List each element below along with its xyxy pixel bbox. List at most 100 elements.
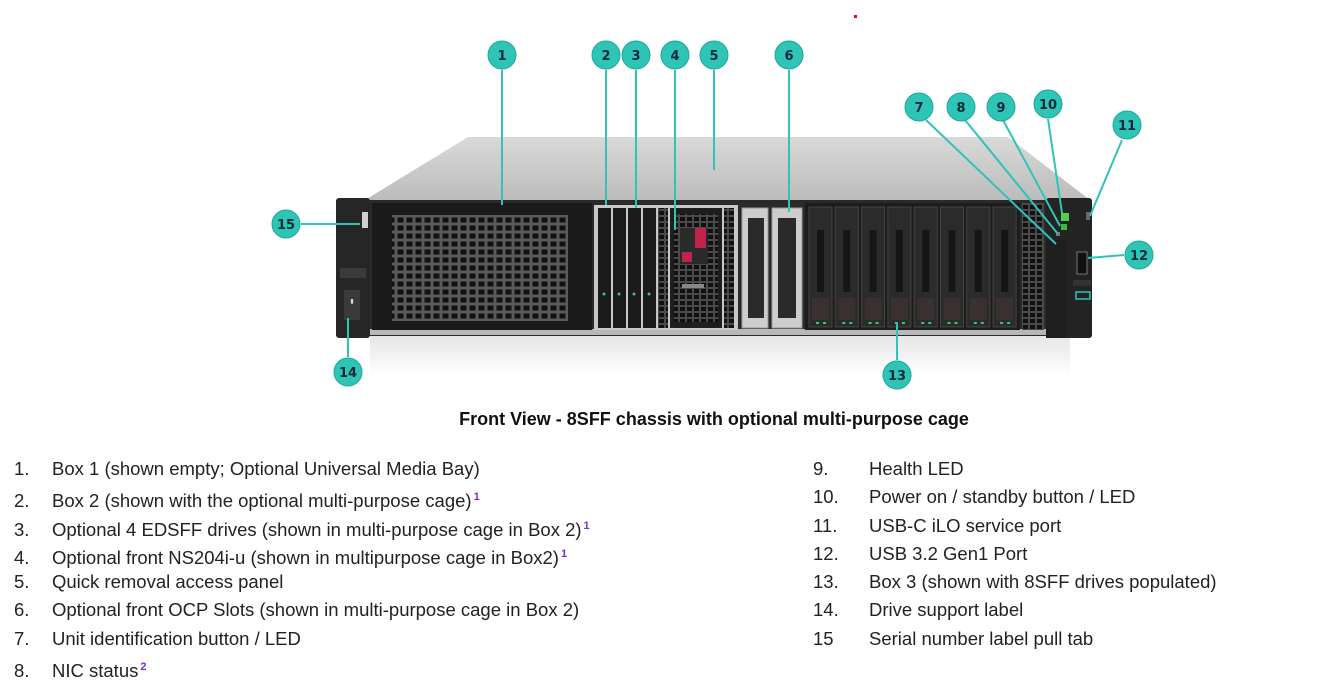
callout-marker: 2 — [591, 40, 621, 70]
callout-marker: 9 — [986, 92, 1016, 122]
svg-text:▮: ▮ — [350, 298, 353, 305]
legend-item-text: Optional front NS204i-u (shown in multip… — [52, 546, 559, 568]
footnote-marker: 1 — [473, 491, 480, 504]
legend-item: 9. Health LED — [813, 455, 1217, 483]
legend-item-number: 1. — [14, 458, 30, 479]
callout-number: 13 — [888, 369, 906, 384]
health-led — [1061, 224, 1067, 230]
callout-marker: 15 — [271, 209, 301, 239]
callout-leader-line — [1087, 254, 1125, 259]
legend-item: 2. Box 2 (shown with the optional multi-p… — [14, 483, 590, 511]
callout-number: 9 — [996, 101, 1005, 116]
callout-leader-line — [1089, 139, 1123, 217]
legend-item: 11. USB-C iLO service port — [813, 512, 1217, 540]
footnote-marker: 1 — [560, 547, 568, 560]
legend-item: 1. Box 1 (shown empty; Optional Universal… — [14, 455, 590, 483]
legend-list-left: 1. Box 1 (shown empty; Optional Universal… — [14, 455, 590, 681]
callout-leader-line — [1002, 119, 1061, 227]
callout-number: 14 — [339, 366, 357, 381]
hpe-logo — [1075, 291, 1091, 300]
legend-item-number: 11. — [813, 514, 838, 536]
callout-marker: 10 — [1033, 89, 1063, 119]
legend-item-number: 2. — [14, 490, 30, 512]
legend-item-number: 7. — [14, 627, 30, 649]
callout-number: 3 — [631, 49, 640, 64]
callout-number: 12 — [1130, 249, 1148, 264]
legend-item-number: 5. — [14, 571, 30, 593]
stray-red-dot — [854, 15, 857, 18]
legend-item: 14.Drive support label — [813, 596, 1217, 624]
legend-item: 12. USB 3.2 Gen1 Port — [813, 540, 1217, 568]
figure-caption: Front View - 8SFF chassis with optional … — [459, 409, 969, 429]
legend-item: 5. Quick removal access panel — [14, 568, 590, 596]
edsff-drives — [598, 208, 656, 328]
callout-number: 10 — [1039, 98, 1057, 113]
callout-number: 8 — [956, 101, 965, 116]
legend-item: 7. Unit identification button / LED — [14, 625, 590, 653]
legend-item: 3.Optional 4 EDSFF drives (shown in mult… — [14, 512, 590, 540]
callout-marker: 12 — [1124, 240, 1154, 270]
callout-number: 7 — [914, 101, 923, 116]
sff-drive — [861, 206, 886, 328]
callout-number: 11 — [1118, 119, 1136, 134]
box1-grille — [392, 215, 568, 321]
sff-drive — [966, 206, 991, 328]
legend-item-text: NIC status — [52, 660, 139, 682]
legend-item-text: Box 3 (shown with 8SFF drives populated) — [869, 571, 1217, 593]
usb-c-ilo-port — [1086, 212, 1090, 220]
sff-drive — [887, 206, 912, 328]
legend-item: 6. Optional front OCP Slots (shown in mul… — [14, 596, 590, 624]
legend-item-text: Box 2 (shown with the optional multi-pur… — [52, 490, 472, 512]
legend-item: 4. Optional front NS204i-u (shown in mult… — [14, 540, 590, 568]
legend-item-text: USB 3.2 Gen1 Port — [869, 542, 1028, 564]
legend-item-number: 14. — [813, 599, 839, 621]
callout-leader-line — [925, 119, 1057, 245]
sff-drive — [913, 206, 938, 328]
legend-item-number: 4. — [14, 546, 30, 568]
footnote-marker: 1 — [583, 519, 590, 532]
callout-number: 1 — [497, 49, 506, 64]
sff-drive — [834, 206, 859, 328]
callout-marker: 3 — [621, 40, 651, 70]
legend-item-text: Serial number label pull tab — [869, 627, 1094, 649]
legend-item-number: 10. — [813, 486, 839, 508]
legend-item-number: 15 — [813, 627, 834, 649]
serial-label-pull-tab — [362, 212, 368, 228]
legend-item-text: Box 1 (shown empty; Optional Universal M… — [52, 458, 480, 479]
legend-item-number: 3. — [14, 518, 30, 540]
legend-item-number: 12. — [813, 542, 839, 564]
callout-marker: 8 — [946, 92, 976, 122]
callout-leader-line — [964, 119, 1059, 235]
callout-number: 6 — [784, 49, 793, 64]
legend-list-right: 9. Health LED 10. Power on / standby button… — [813, 455, 1217, 653]
footnote-marker: 2 — [140, 661, 147, 674]
callout-number: 2 — [601, 49, 610, 64]
legend-item-text: Quick removal access panel — [52, 571, 284, 593]
sff-drive — [940, 206, 964, 328]
legend-item-text: Optional front OCP Slots (shown in multi… — [52, 599, 580, 621]
callout-marker: 7 — [904, 92, 934, 122]
callout-marker: 6 — [774, 40, 804, 70]
legend-item-text: USB-C iLO service port — [869, 514, 1062, 536]
legend-item-number: 13. — [813, 571, 839, 593]
callout-marker: 13 — [882, 360, 912, 390]
chassis-shadow — [370, 336, 1070, 376]
callout-number: 4 — [670, 49, 679, 64]
legend-item-text: Unit identification button / LED — [52, 627, 301, 649]
legend-item-number: 8. — [14, 660, 30, 682]
legend-item: 10. Power on / standby button / LED — [813, 483, 1217, 511]
legend-item-text: Power on / standby button / LED — [869, 486, 1136, 508]
callout-marker: 1 — [487, 40, 517, 70]
callout-leader-line — [1047, 118, 1063, 214]
chassis-top-lid — [365, 137, 1090, 200]
sff-drive — [808, 206, 833, 328]
legend-item-text: Health LED — [869, 458, 964, 479]
usb-3-2-port — [1076, 251, 1088, 275]
callout-marker: 14 — [333, 357, 363, 387]
callout-number: 15 — [277, 218, 295, 233]
legend-item-number: 6. — [14, 599, 30, 621]
legend-item-number: 9. — [813, 458, 829, 479]
callout-marker: 4 — [660, 40, 690, 70]
